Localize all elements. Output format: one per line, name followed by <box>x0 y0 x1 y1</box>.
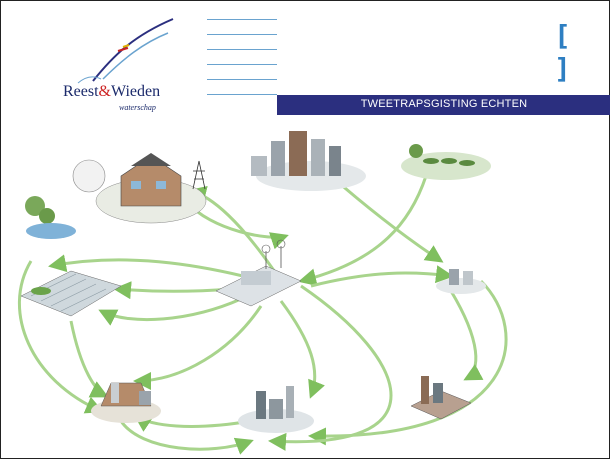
logo-subtitle: waterschap <box>119 103 156 112</box>
field-sketch <box>401 144 491 180</box>
slide-title: TWEETRAPSGISTING ECHTEN <box>360 98 528 110</box>
city-sketch <box>251 131 366 191</box>
logo: Reest&Wieden waterschap <box>23 11 203 112</box>
logo-name-left: Reest <box>63 83 99 100</box>
illustration-svg <box>17 131 508 455</box>
power-plant-sketch <box>238 386 314 433</box>
logo-name-right: Wieden <box>111 83 161 100</box>
process-illustration <box>11 121 609 458</box>
logo-name: Reest&Wieden <box>63 83 161 100</box>
title-bar: TWEETRAPSGISTING ECHTEN <box>277 95 610 115</box>
greenhouse-sketch <box>20 270 122 317</box>
central-digester-sketch <box>215 239 302 307</box>
bracket-mark: [ ] <box>554 19 581 85</box>
factory-sketch <box>410 376 472 420</box>
right-plant-sketch <box>436 269 486 294</box>
house-sketch <box>25 153 207 239</box>
farm-sketch <box>91 382 161 423</box>
logo-swoosh-graphic <box>77 18 174 84</box>
decorative-lines <box>207 19 277 95</box>
